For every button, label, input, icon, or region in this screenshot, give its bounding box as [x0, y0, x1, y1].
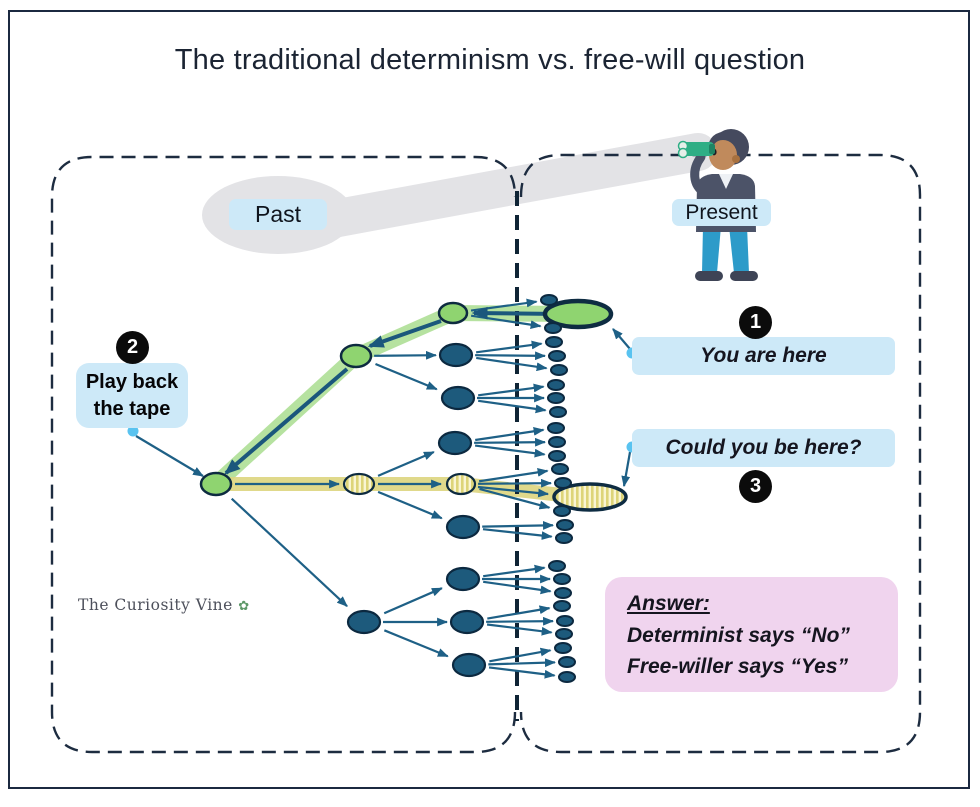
- play-back-the-tape-label: Play back the tape: [76, 363, 188, 428]
- edge-arrow: [383, 629, 449, 658]
- tree-node-s2: [544, 322, 562, 334]
- tree-node-s3: [545, 336, 563, 348]
- tree-node-root: [199, 471, 233, 497]
- tree-node-s22: [555, 628, 573, 640]
- edge-arrow: [478, 468, 549, 483]
- tree-node-n2: [346, 609, 382, 635]
- pointer-arrow: [612, 328, 631, 350]
- tree-node-n34: [445, 514, 481, 540]
- connector-dot: [127, 425, 139, 437]
- tree-node-s8: [549, 406, 567, 418]
- present-region-border: [519, 153, 922, 754]
- answer-line-freewiller: Free-willer says “Yes”: [627, 655, 849, 678]
- tree-node-s15: [556, 519, 574, 531]
- edge-arrow: [478, 399, 547, 414]
- edge-arrow: [383, 587, 443, 615]
- edge-arrow: [475, 351, 547, 361]
- tree-node-n35: [445, 566, 481, 592]
- past-region-border: [50, 155, 517, 754]
- tree-node-n32: [440, 385, 476, 411]
- answer-heading: Answer:: [627, 592, 710, 615]
- tree-node-y3: [445, 472, 477, 496]
- edge-arrow: [489, 647, 552, 663]
- tree-node-n33: [437, 430, 473, 456]
- edge-arrow: [230, 497, 348, 607]
- tree-node-s6: [547, 379, 565, 391]
- vine-leaf-icon: ✿: [238, 599, 250, 614]
- tree-node-bigGreen: [542, 298, 614, 330]
- edge-arrow: [483, 580, 552, 595]
- tree-node-g2: [339, 343, 373, 369]
- tree-node-s20: [553, 600, 571, 612]
- tree-node-n37: [451, 652, 487, 678]
- tree-node-s21: [556, 615, 574, 627]
- tree-node-g3: [437, 301, 469, 325]
- pointer-arrow: [621, 451, 632, 488]
- tree-node-s16: [555, 532, 573, 544]
- tree-node-s17: [548, 560, 566, 572]
- edge-arrow: [482, 528, 553, 540]
- could-you-be-here-label: Could you be here?: [632, 429, 895, 467]
- past-present-dashed-borders: [50, 153, 922, 754]
- edge-arrow: [374, 350, 437, 360]
- tree-node-s4: [548, 350, 566, 362]
- edge-arrow: [488, 666, 556, 679]
- edge-arrow: [479, 487, 551, 510]
- you-are-here-label: You are here: [632, 337, 895, 375]
- tree-node-s14: [553, 505, 571, 517]
- tree-node-s19: [554, 587, 572, 599]
- watermark-text: The Curiosity Vine: [78, 596, 233, 614]
- pointer-arrow: [477, 485, 550, 498]
- step-2-badge: 2: [116, 331, 149, 364]
- tree-nodes: [199, 294, 628, 683]
- edge-arrow: [476, 356, 548, 372]
- outer-border: [8, 10, 970, 789]
- edge-arrow: [486, 623, 553, 636]
- play-back-line2: the tape: [93, 397, 171, 420]
- step-1-badge: 1: [739, 306, 772, 339]
- edge-arrow: [482, 521, 555, 530]
- tree-node-n36: [449, 609, 485, 635]
- edge-arrow: [477, 383, 545, 397]
- present-label: Present: [672, 199, 771, 226]
- edge-arrow: [475, 426, 545, 442]
- tree-node-y2: [342, 472, 376, 496]
- edge-arrow: [488, 658, 556, 668]
- rewind-arrow: [367, 319, 442, 348]
- edge-arrow: [375, 363, 438, 391]
- tree-edges: [230, 298, 556, 679]
- edge-arrow: [487, 605, 551, 620]
- tree-node-s13: [554, 477, 572, 489]
- page-title: The traditional determinism vs. free-wil…: [174, 44, 806, 76]
- edge-arrow: [377, 490, 443, 520]
- edge-arrow: [486, 616, 555, 626]
- tree-node-s7: [547, 392, 565, 404]
- watermark-logo: The Curiosity Vine ✿: [78, 596, 250, 614]
- rewind-arrow: [224, 367, 349, 475]
- edge-arrow: [475, 340, 543, 354]
- pointer-arrow: [135, 435, 204, 477]
- tree-node-s24: [558, 656, 576, 668]
- tree-node-s11: [548, 450, 566, 462]
- edge-arrow: [474, 437, 547, 447]
- edge-arrow: [474, 444, 546, 458]
- answer-line-determinist: Determinist says “No”: [627, 623, 850, 647]
- tree-node-s18: [553, 573, 571, 585]
- answer-box: Answer: Determinist says “No” Free-wille…: [605, 577, 898, 692]
- edge-arrow: [483, 564, 546, 578]
- edge-arrow: [478, 478, 553, 488]
- tree-node-s9: [547, 422, 565, 434]
- play-back-line1: Play back: [85, 370, 179, 393]
- tree-node-s1: [540, 294, 558, 306]
- tree-node-s25: [558, 671, 576, 683]
- tree-node-s10: [548, 436, 566, 448]
- tree-node-s23: [554, 642, 572, 654]
- edge-arrow: [377, 451, 435, 477]
- step-3-badge: 3: [739, 470, 772, 503]
- past-label: Past: [229, 199, 327, 230]
- tree-node-n31: [438, 342, 474, 368]
- tree-node-s5: [550, 364, 568, 376]
- tree-node-s12: [551, 463, 569, 475]
- tree-node-bigYellow: [552, 482, 628, 512]
